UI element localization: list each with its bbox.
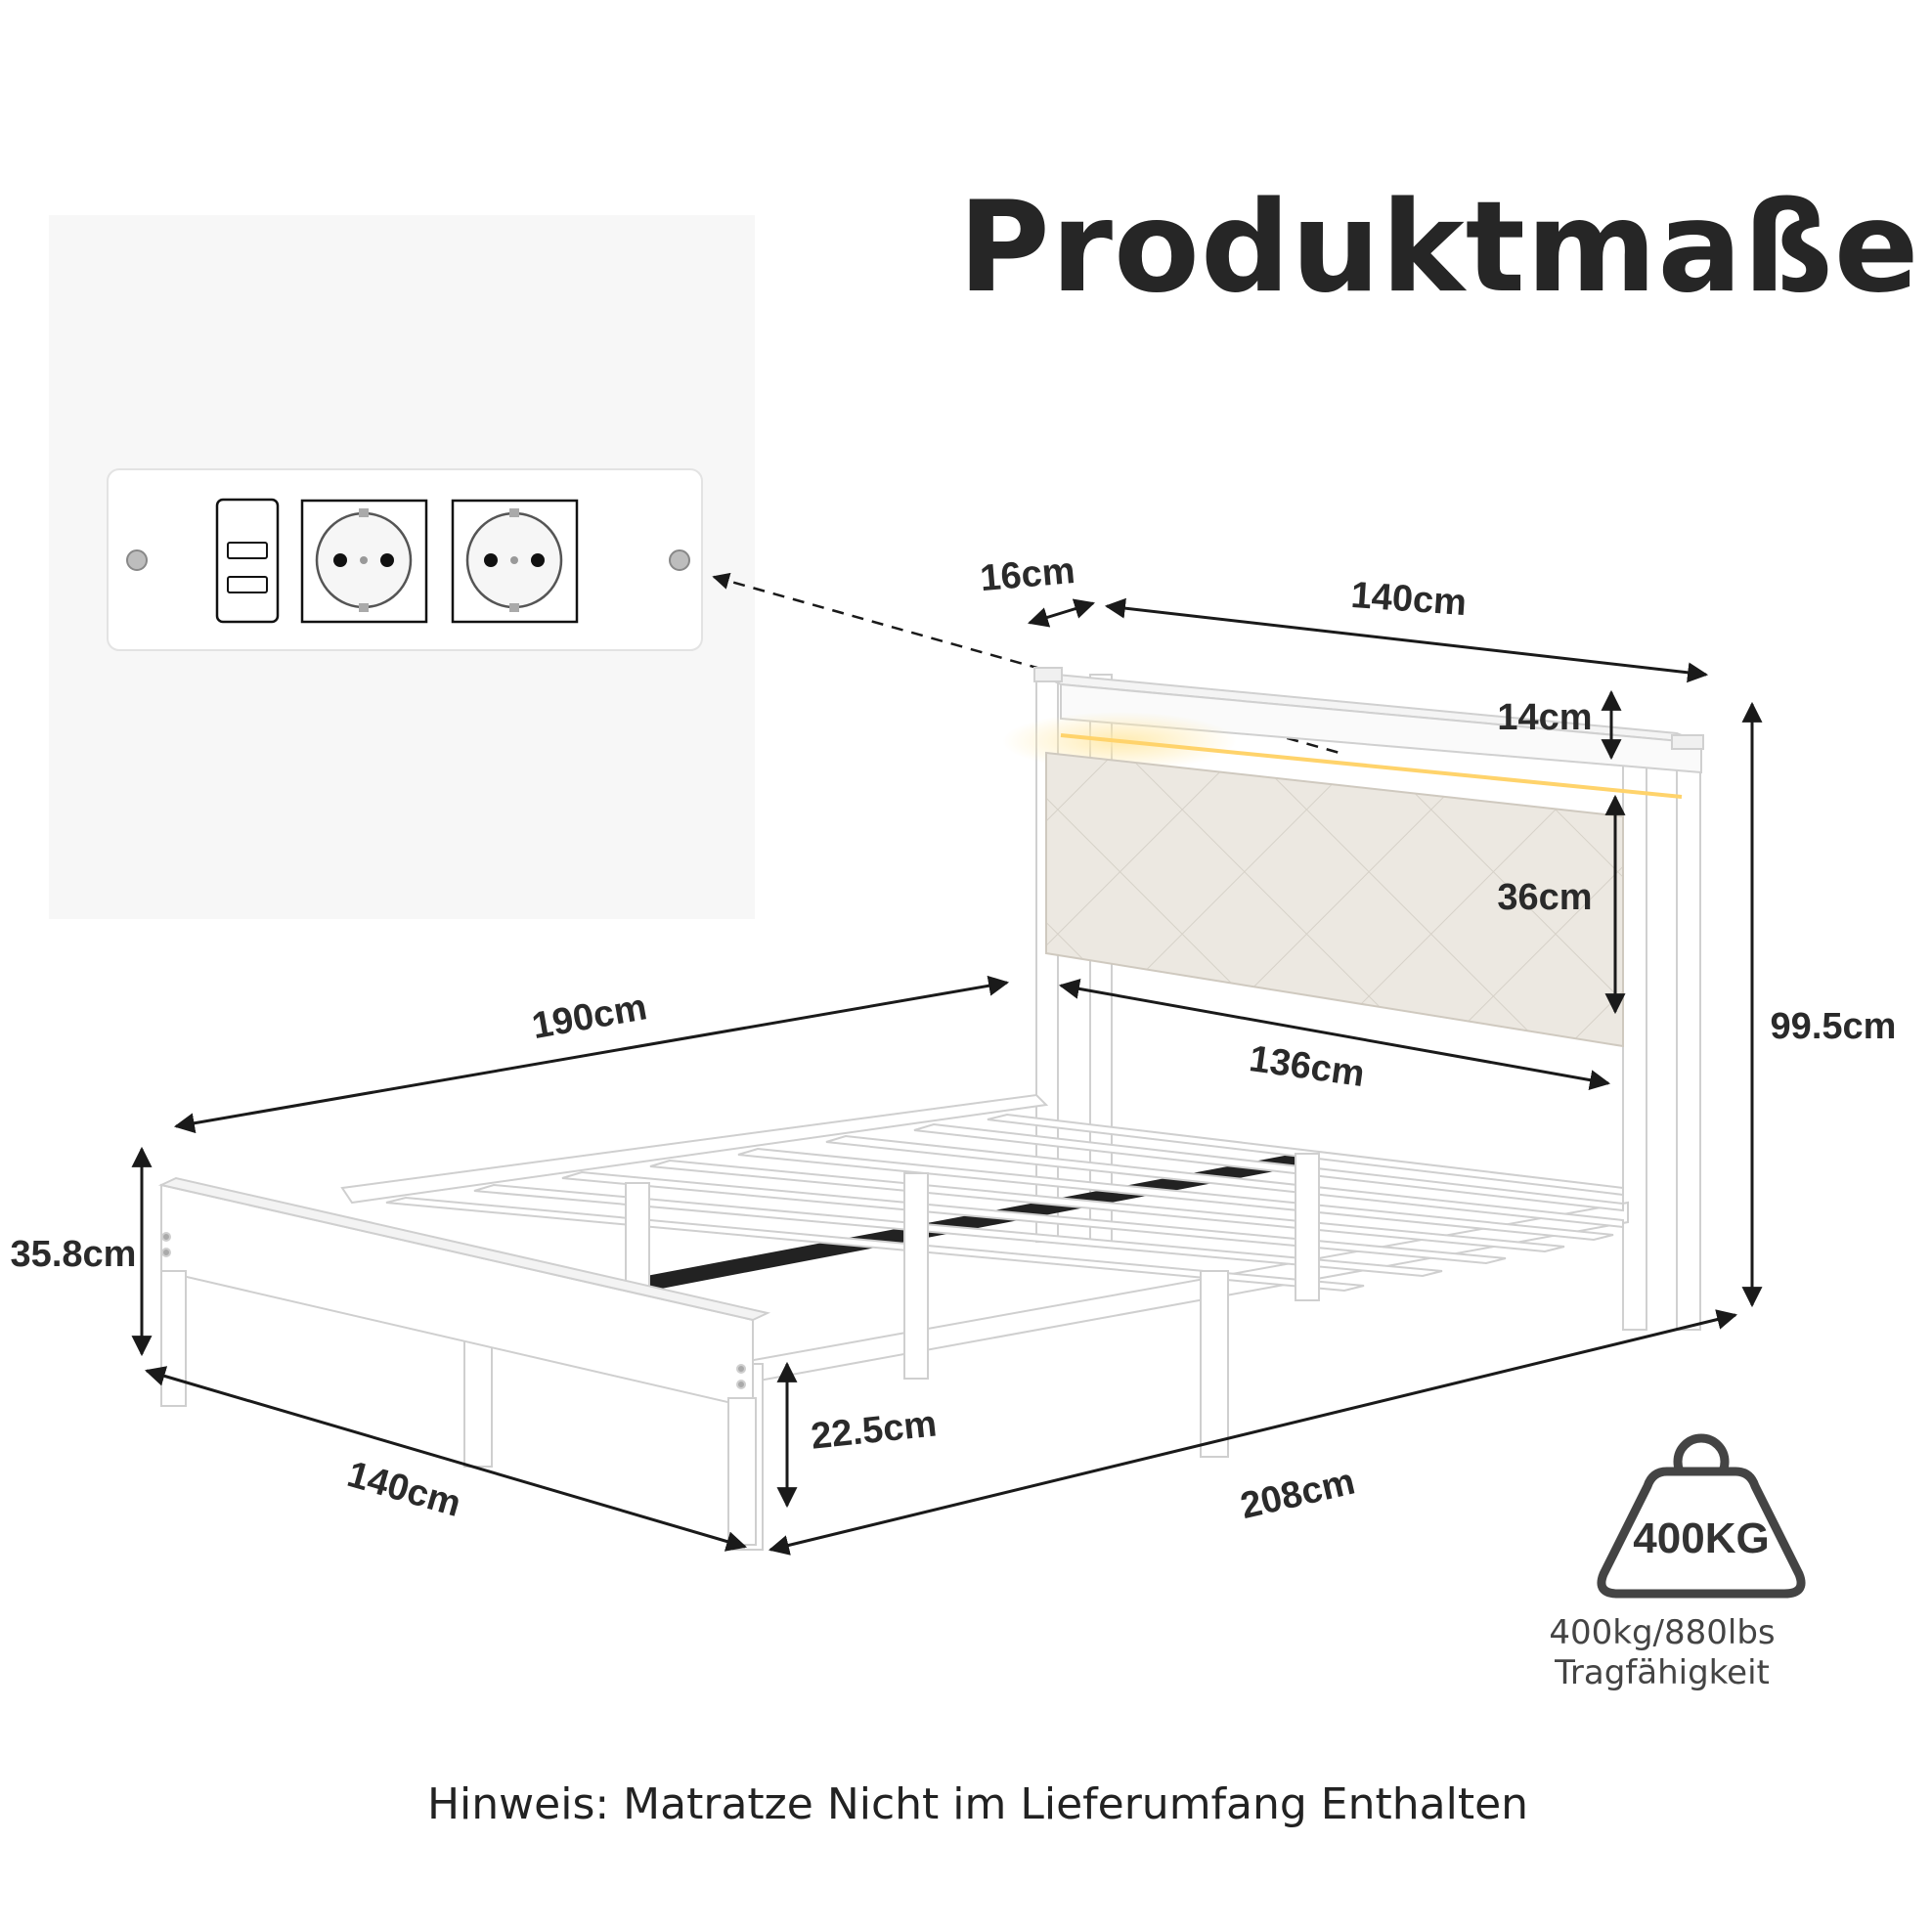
led-strip (1060, 733, 1683, 799)
label-total-height: 99.5cm (1771, 1006, 1897, 1047)
label-headboard-width: 140cm (1349, 575, 1468, 624)
weight-icon (1597, 1433, 1806, 1599)
footnote: Hinweis: Matratze Nicht im Lieferumfang … (426, 1779, 1529, 1829)
label-headboard-depth: 16cm (979, 550, 1076, 599)
load-capacity: 400kg/880lbs (1549, 1613, 1776, 1652)
page-title: Produktmaße (958, 175, 1920, 321)
label-panel-height: 36cm (1497, 877, 1592, 918)
label-clearance: 22.5cm (809, 1403, 939, 1457)
label-bed-length: 190cm (529, 987, 650, 1047)
power-strip-icon (107, 468, 703, 651)
headboard-panel (1045, 751, 1624, 1048)
weight-badge-text: 400KG (1633, 1514, 1769, 1562)
label-total-length: 208cm (1237, 1462, 1359, 1528)
dimension-arrows (131, 597, 1763, 1556)
load-label: Tragfähigkeit (1555, 1652, 1770, 1692)
slats (385, 1113, 1624, 1293)
label-foot-width: 140cm (343, 1454, 465, 1525)
label-panel-width: 136cm (1247, 1038, 1367, 1095)
label-shelf-height: 14cm (1497, 697, 1592, 738)
load-caption: 400kg/880lbs Tragfähigkeit (1545, 1613, 1779, 1693)
label-footboard-height: 35.8cm (11, 1234, 137, 1275)
